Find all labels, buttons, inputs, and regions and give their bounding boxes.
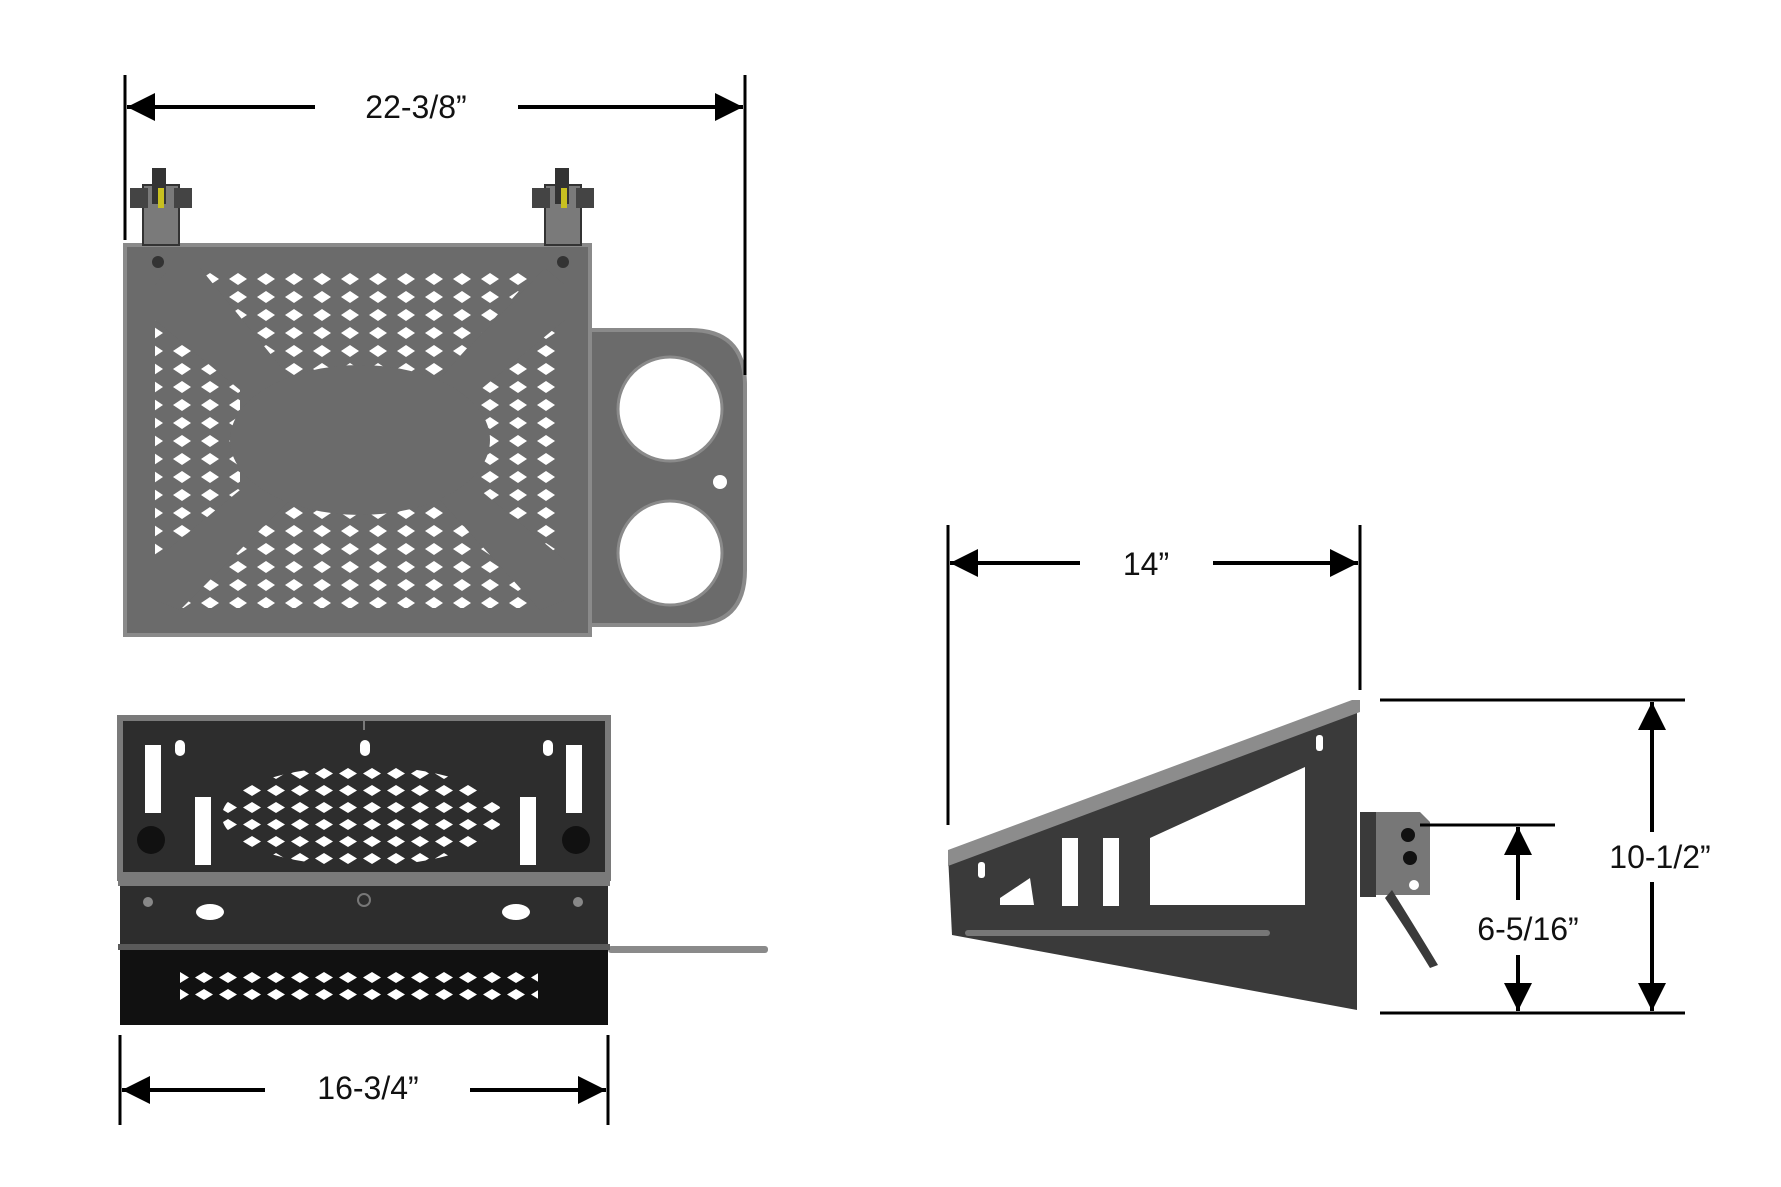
knob-right	[562, 826, 590, 854]
dimension-label-side-depth: 14”	[1123, 546, 1169, 582]
hinge-right	[532, 168, 594, 268]
slot	[566, 745, 582, 813]
side-view	[948, 700, 1438, 1010]
front-perforation	[222, 766, 502, 866]
dimension-label-mount-height: 6-5/16”	[1477, 911, 1578, 947]
dimension-label-bottom-width: 16-3/4”	[317, 1070, 418, 1106]
top-view	[123, 168, 747, 637]
dimension-bottom-width: 16-3/4”	[118, 1035, 610, 1125]
knob-left	[137, 826, 165, 854]
center-boss	[230, 365, 490, 515]
cup-hole-lower	[616, 499, 724, 607]
slot	[520, 797, 536, 865]
front-ledge	[118, 872, 610, 886]
hinge-left	[130, 168, 192, 268]
slot	[195, 797, 211, 865]
dimension-side-depth: 14”	[946, 525, 1362, 825]
dimension-mount-height: 6-5/16”	[1420, 823, 1579, 1011]
side-rod	[965, 930, 1270, 936]
dimension-label-side-height: 10-1/2”	[1609, 839, 1710, 875]
cup-hole-upper	[616, 355, 724, 463]
bottom-perforation	[180, 967, 538, 1001]
dimension-side-height: 10-1/2”	[1380, 698, 1711, 1015]
rod	[608, 946, 768, 953]
mount-bracket	[1360, 812, 1438, 968]
front-view	[117, 715, 768, 1025]
dimension-label-top-width: 22-3/8”	[365, 89, 466, 125]
side-top-lip	[948, 700, 1360, 866]
small-hole	[713, 475, 727, 489]
slot	[145, 745, 161, 813]
dimension-top-width: 22-3/8”	[123, 75, 747, 375]
